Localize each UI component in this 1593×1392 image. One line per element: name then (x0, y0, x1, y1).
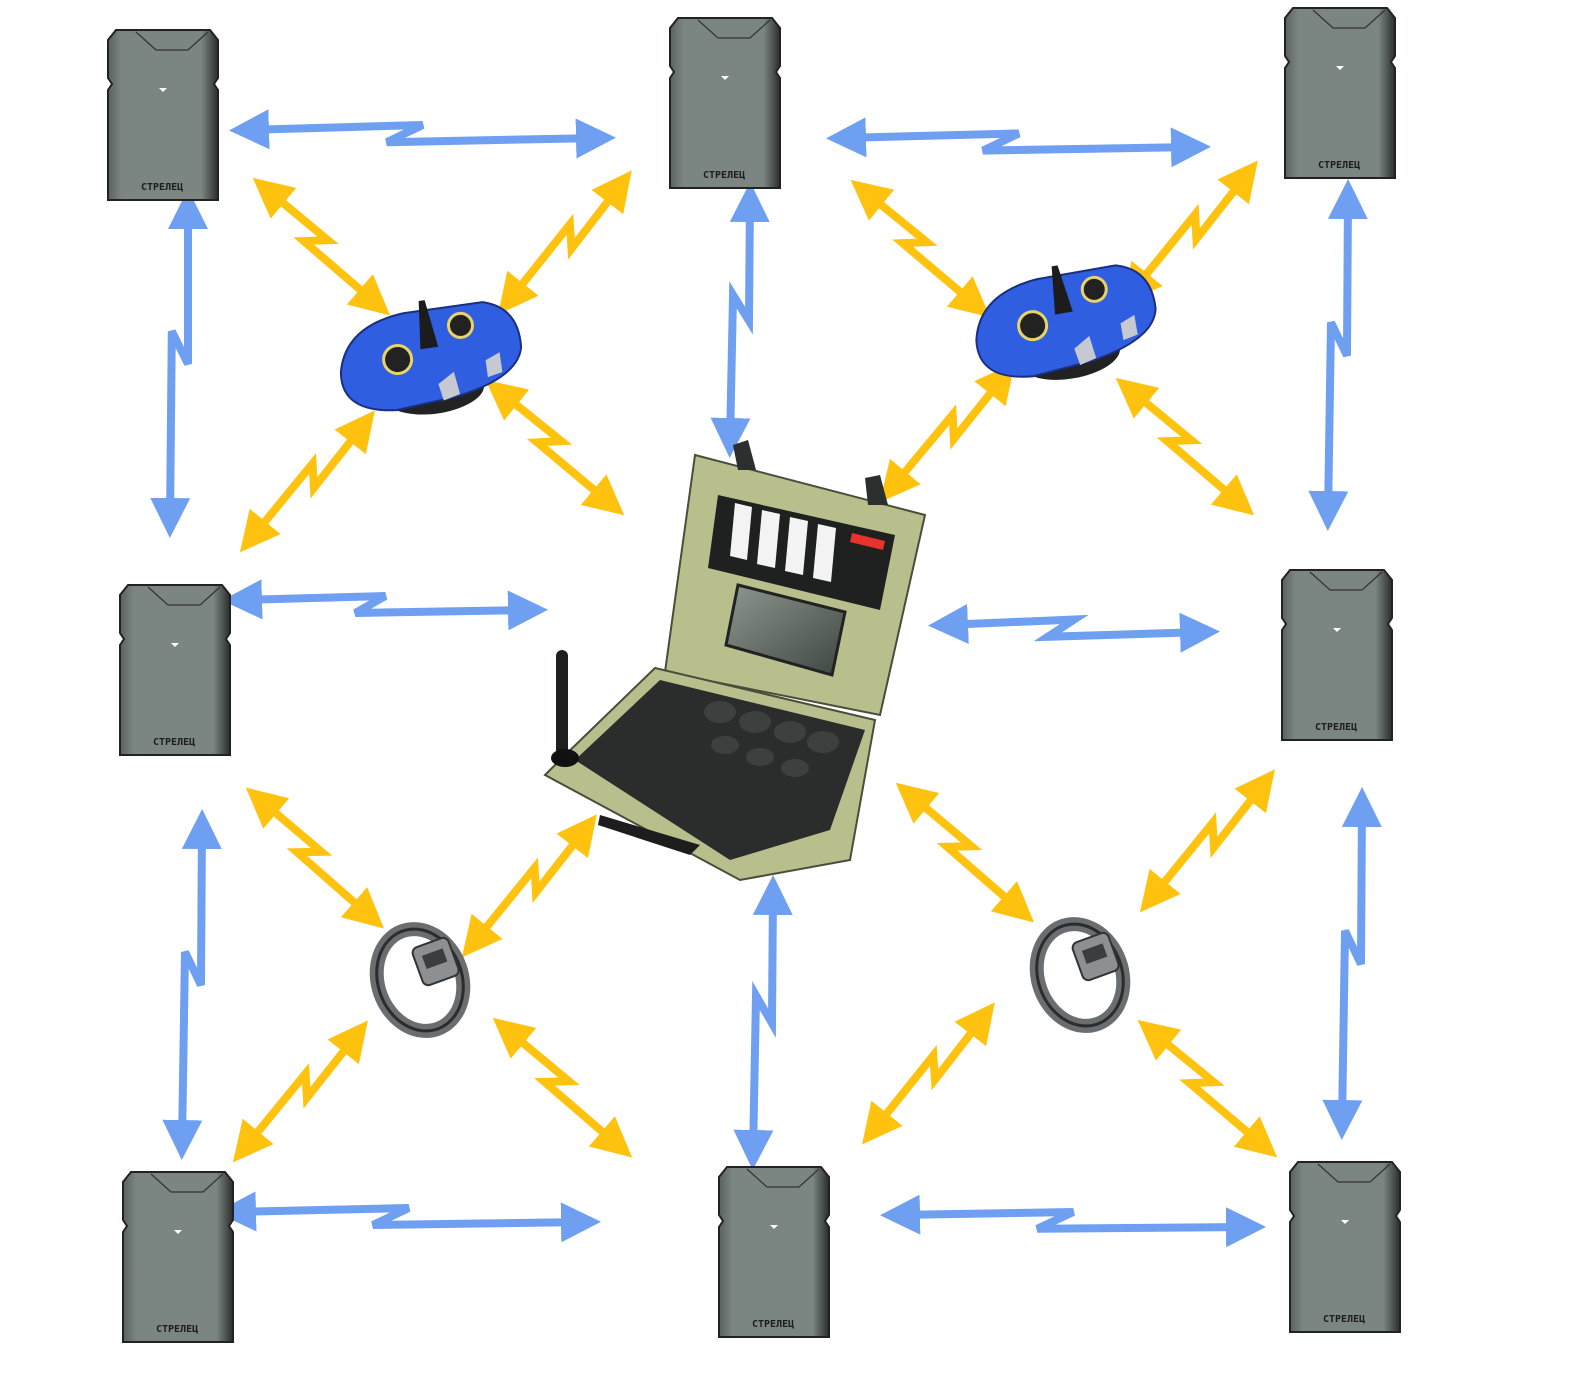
mesh-link-arrow (162, 809, 222, 1160)
control-link-arrow (1137, 1019, 1278, 1158)
controller (975, 264, 1157, 380)
control-link-arrow (232, 1020, 368, 1163)
mesh-link-arrow (150, 189, 208, 538)
control-link-arrow (245, 787, 385, 929)
radio-unit: СТРЕЛЕЦ (119, 584, 231, 756)
control-link-arrow (895, 782, 1035, 923)
antenna (556, 650, 568, 760)
control-link-arrow (850, 179, 991, 318)
links-layer (150, 109, 1382, 1248)
mesh-link-arrow (928, 604, 1220, 653)
radio-unit: СТРЕЛЕЦ (1281, 569, 1393, 741)
control-link-arrow (252, 177, 391, 316)
wrist-terminal (1029, 917, 1131, 1033)
controller (339, 300, 523, 415)
control-link-arrow (1115, 377, 1255, 516)
control-link-arrow (1121, 160, 1258, 305)
device-logo: СТРЕЛЕЦ (1315, 722, 1357, 733)
handle (598, 815, 700, 855)
mesh-link-arrow (216, 1191, 601, 1243)
device-logo: СТРЕЛЕЦ (703, 170, 745, 181)
radio-unit: СТРЕЛЕЦ (718, 1166, 830, 1338)
mesh-link-arrow (1308, 179, 1368, 531)
video-screen (724, 583, 847, 677)
radio-unit: СТРЕЛЕЦ (1284, 7, 1396, 179)
radio-unit: СТРЕЛЕЦ (1289, 1161, 1401, 1333)
device-logo: СТРЕЛЕЦ (156, 1324, 198, 1335)
radio-unit: СТРЕЛЕЦ (122, 1171, 234, 1343)
device-logo: СТРЕЛЕЦ (1318, 160, 1360, 171)
nodes-layer: СТРЕЛЕЦ СТРЕЛЕЦ СТРЕЛЕЦ СТРЕЛЕЦ СТРЕЛЕЦ СТРЕЛ… (107, 7, 1401, 1343)
device-slots (704, 701, 839, 777)
device-logo: СТРЕЛЕЦ (153, 737, 195, 748)
wrist-terminal (369, 922, 471, 1038)
mesh-link-arrow (733, 875, 793, 1170)
base-station-case (543, 440, 927, 882)
control-link-arrow (861, 1002, 995, 1145)
mesh-link-arrow (222, 579, 548, 631)
radio-unit: СТРЕЛЕЦ (669, 17, 781, 189)
control-link-arrow (485, 379, 625, 516)
mesh-link-arrow (229, 109, 616, 159)
control-link-arrow (492, 1017, 633, 1158)
device-logo: СТРЕЛЕЦ (141, 182, 183, 193)
mesh-link-arrow (826, 117, 1211, 168)
control-link-arrow (1139, 769, 1275, 913)
mesh-link-arrow (710, 182, 770, 458)
device-logo: СТРЕЛЕЦ (1323, 1314, 1365, 1325)
antenna-icon (1051, 265, 1073, 315)
control-link-arrow (461, 814, 597, 958)
control-link-arrow (498, 170, 632, 315)
status-panels (730, 503, 885, 582)
radio-unit: СТРЕЛЕЦ (107, 29, 219, 201)
mesh-link-arrow (880, 1194, 1266, 1248)
control-link-arrow (239, 410, 375, 553)
antenna-icon (418, 300, 439, 350)
control-link-arrow (879, 362, 1016, 503)
device-logo: СТРЕЛЕЦ (752, 1319, 794, 1330)
mesh-link-arrow (1322, 787, 1382, 1140)
